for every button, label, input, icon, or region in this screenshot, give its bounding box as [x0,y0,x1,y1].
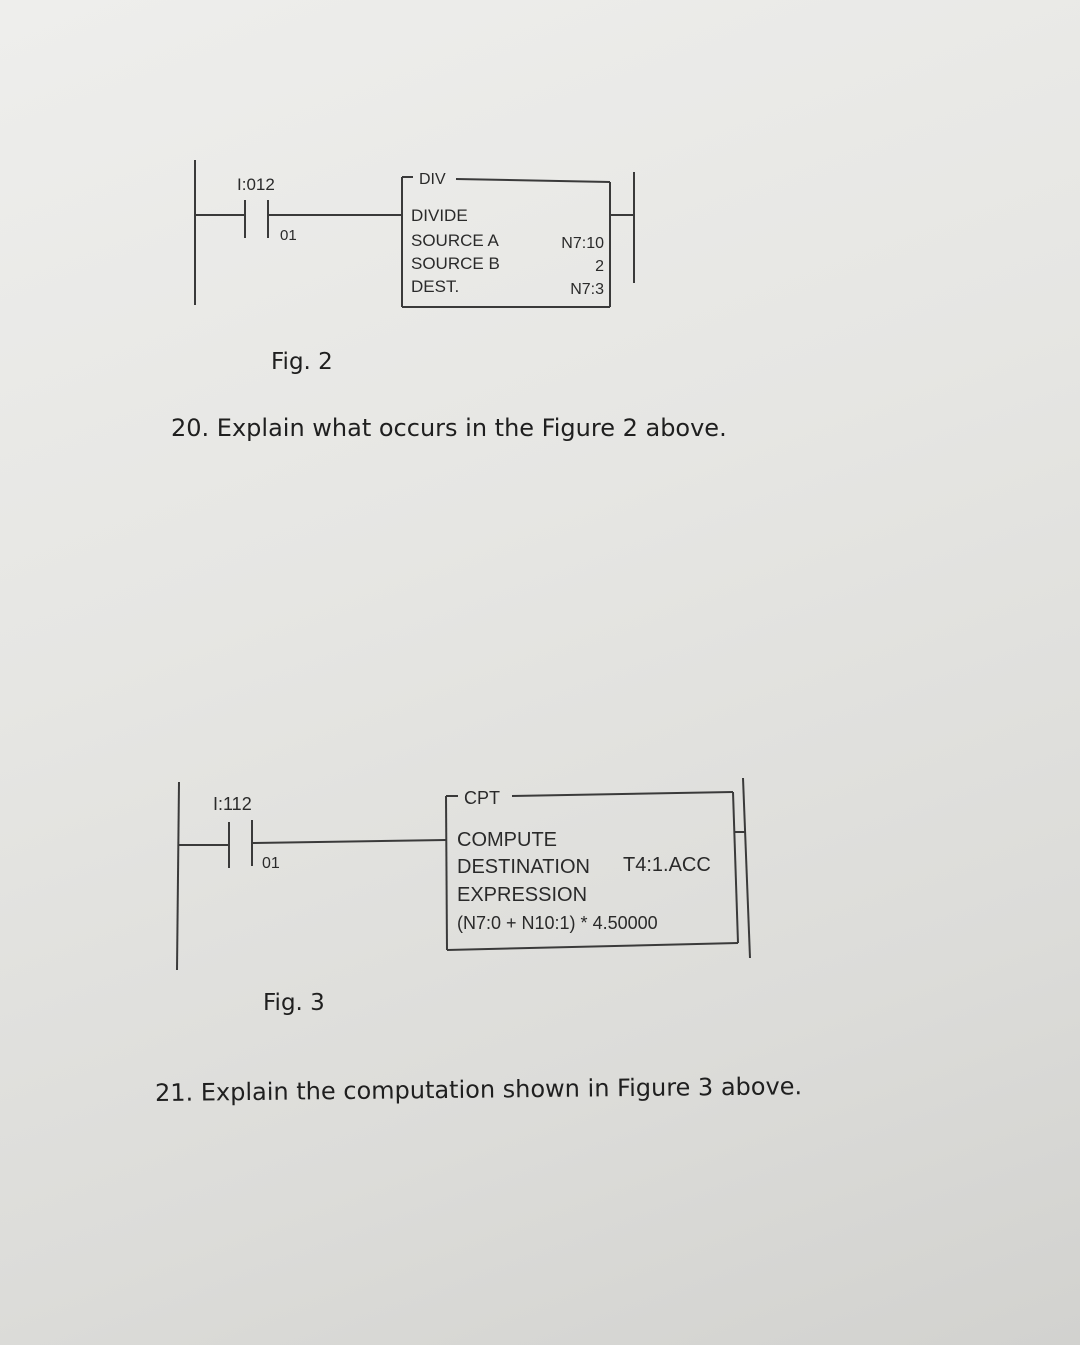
fig3-expression: (N7:0 + N10:1) * 4.50000 [457,913,658,933]
fig3-expression-label: EXPRESSION [457,884,587,906]
fig3-contact-bit: 01 [262,855,280,872]
fig3-destination-value: T4:1.ACC [623,854,711,876]
question-20: 20. Explain what occurs in the Figure 2 … [171,414,727,442]
fig2-instruction-name: DIVIDE [411,206,468,225]
fig2-contact-address: I:012 [237,175,275,194]
fig2-ladder-rung: I:012 01 DIV DIVIDE SOURCE A N7:10 SOURC… [194,160,635,308]
fig2-source-b-label: SOURCE B [411,254,500,273]
fig2-instruction-mnemonic: DIV [419,171,446,188]
fig3-instruction-name: COMPUTE [457,829,557,851]
fig3-left-rail [176,781,180,971]
fig3-right-rail [742,777,751,959]
fig2-source-a-label: SOURCE A [411,231,500,250]
fig2-source-a-value: N7:10 [561,235,604,252]
fig3-caption: Fig. 3 [263,990,325,1016]
question-21: 21. Explain the computation shown in Fig… [154,1072,803,1107]
fig3-contact-address: I:112 [213,794,252,814]
fig2-source-b-value: 2 [595,258,604,275]
fig3-instruction-mnemonic: CPT [464,788,500,808]
fig2-dest-label: DEST. [411,277,459,296]
fig2-dest-value: N7:3 [570,281,604,298]
fig2-contact-bit: 01 [280,227,297,244]
fig2-caption: Fig. 2 [271,349,333,375]
fig3-destination-label: DESTINATION [457,856,590,878]
fig3-ladder-rung: I:112 01 CPT COMPUTE DESTINATION T4:1.AC… [176,777,751,971]
